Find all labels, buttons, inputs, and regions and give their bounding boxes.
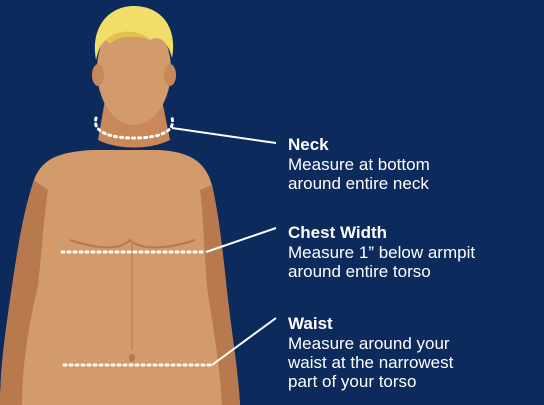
waist-title: Waist bbox=[288, 314, 453, 334]
chest-desc-line2: around entire torso bbox=[288, 262, 475, 281]
neck-desc-line2: around entire neck bbox=[288, 174, 430, 193]
navel bbox=[129, 354, 135, 362]
waist-desc-line3: part of your torso bbox=[288, 372, 453, 391]
waist-desc-line1: Measure around your bbox=[288, 334, 453, 353]
neck-desc-line1: Measure at bottom bbox=[288, 155, 430, 174]
neck-leader-line bbox=[172, 128, 276, 143]
left-ear bbox=[92, 64, 104, 86]
waist-label: Waist Measure around your waist at the n… bbox=[288, 314, 453, 391]
waist-desc-line2: waist at the narrowest bbox=[288, 353, 453, 372]
neck-label: Neck Measure at bottom around entire nec… bbox=[288, 135, 430, 193]
neck-title: Neck bbox=[288, 135, 430, 155]
right-ear bbox=[164, 64, 176, 86]
chest-label: Chest Width Measure 1” below armpit arou… bbox=[288, 223, 475, 281]
chest-desc-line1: Measure 1” below armpit bbox=[288, 243, 475, 262]
chest-title: Chest Width bbox=[288, 223, 475, 243]
